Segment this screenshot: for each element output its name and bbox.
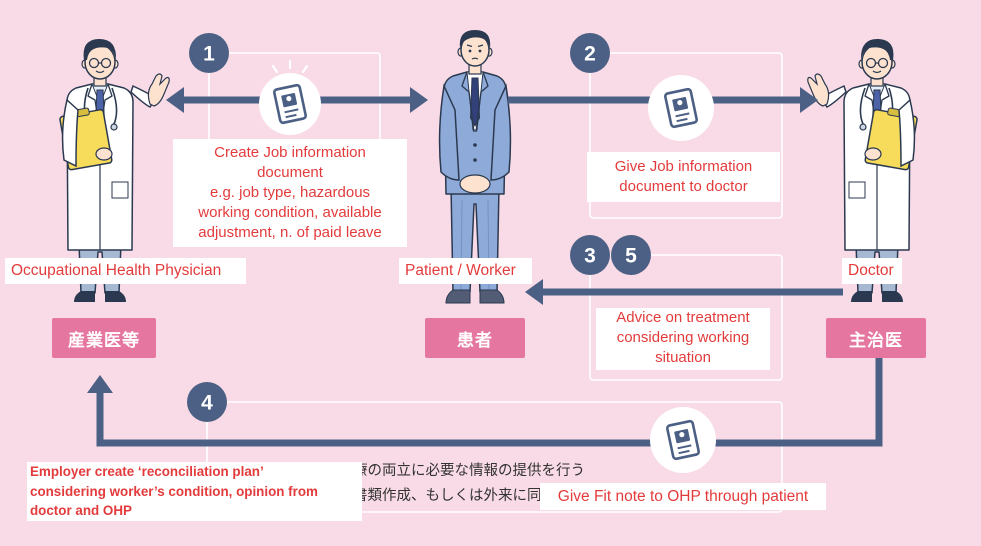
panel-outline-step-2 (589, 52, 783, 219)
patient-label-ja: 患者 (425, 318, 525, 358)
step-badge-3: 3 (570, 235, 610, 275)
step-3-5-annotation: Advice on treatment considering working … (596, 308, 770, 370)
coat-pocket (848, 181, 866, 199)
mouth (471, 57, 479, 60)
sparkle-rays (271, 59, 309, 74)
step-badge-1: 1 (189, 33, 229, 73)
annotation-line: considering worker’s condition, opinion … (30, 483, 318, 499)
annotation-line: working condition, available (198, 204, 382, 221)
ohp-figure (59, 38, 170, 302)
left-sleeve (898, 98, 916, 168)
document-icon (259, 59, 321, 135)
annotation-line: considering working (616, 329, 750, 346)
left-sleeve (438, 83, 460, 181)
arrow-step-4-to-ohp (87, 358, 883, 447)
step-2-annotation: Give Job information document to doctor (587, 152, 780, 202)
left-shoe (882, 291, 903, 302)
document-icon (650, 407, 716, 473)
step-number-1: 1 (203, 43, 215, 66)
annotation-line: Create Job information (214, 144, 366, 161)
lapels (461, 71, 489, 133)
annotation-line: document (257, 164, 323, 181)
arrow-step-3-5-to-patient (525, 279, 843, 305)
right-shoe (479, 289, 505, 304)
smile (872, 70, 882, 74)
right-shoe (851, 291, 872, 302)
annotation-line: Employer create ‘reconciliation plan’ (30, 464, 264, 479)
raised-hand (147, 73, 170, 107)
hair (860, 38, 894, 60)
ohp-label-en: Occupational Health Physician (5, 258, 246, 284)
right-eye (478, 49, 482, 53)
jacket-button (473, 158, 477, 162)
document-icon (648, 75, 714, 141)
patient-label-en: Patient / Worker (399, 258, 532, 284)
glasses (865, 57, 889, 69)
doctor-label-en: Doctor (842, 258, 902, 284)
step-number-2: 2 (584, 43, 596, 66)
step-number-4: 4 (201, 392, 213, 415)
step-4-fitnote-annotation: Give Fit note to OHP through patient (540, 483, 826, 510)
stethoscope-chestpiece (859, 123, 867, 131)
annotation-line: Give Job information (614, 158, 753, 175)
step-badge-2: 2 (570, 33, 610, 73)
step-badge-5: 5 (611, 235, 651, 275)
left-shoe (74, 291, 95, 302)
background-text-line-1: 療の両立に必要な情報の提供を行う (353, 463, 585, 479)
clasped-hands (459, 174, 491, 194)
background-text-line-2: 書類作成、もしくは外来に同 (353, 488, 542, 504)
stethoscope-chestpiece (110, 123, 118, 131)
glasses (88, 57, 112, 69)
hair (459, 30, 491, 48)
annotation-line: Advice on treatment (616, 309, 750, 326)
left-sleeve (61, 98, 79, 168)
annotation-line: doctor and OHP (30, 503, 132, 518)
hair (83, 38, 117, 60)
coat-pocket (111, 181, 129, 199)
step-number-3: 3 (584, 245, 596, 268)
step-4-plan-annotation: Employer create ‘reconciliation plan’ co… (27, 462, 362, 521)
step-number-5: 5 (625, 245, 637, 268)
annotation-line: situation (655, 349, 711, 366)
smile (95, 70, 105, 74)
treating-doctor-figure (807, 38, 918, 302)
patient-figure (438, 30, 512, 304)
hand-on-clipboard (95, 147, 113, 161)
step-1-annotation: Create Job information document e.g. job… (173, 139, 407, 247)
right-shoe (105, 291, 126, 302)
annotation-line: document to doctor (619, 178, 748, 195)
left-shoe (445, 289, 471, 304)
annotation-line: adjustment, n. of paid leave (198, 224, 382, 241)
annotation-line: e.g. job type, hazardous (209, 184, 371, 201)
suit-jacket (443, 71, 507, 195)
panel-outline-step-4 (206, 401, 783, 513)
ohp-label-ja: 産業医等 (52, 318, 156, 358)
worried-brows (466, 44, 484, 48)
right-sleeve (490, 83, 512, 181)
jacket-button (473, 143, 477, 147)
hand-on-clipboard (864, 147, 882, 161)
doctor-label-ja: 主治医 (826, 318, 926, 358)
left-eye (468, 49, 472, 53)
step-badge-4: 4 (187, 382, 227, 422)
panel-outline-step-3-5 (589, 254, 783, 381)
